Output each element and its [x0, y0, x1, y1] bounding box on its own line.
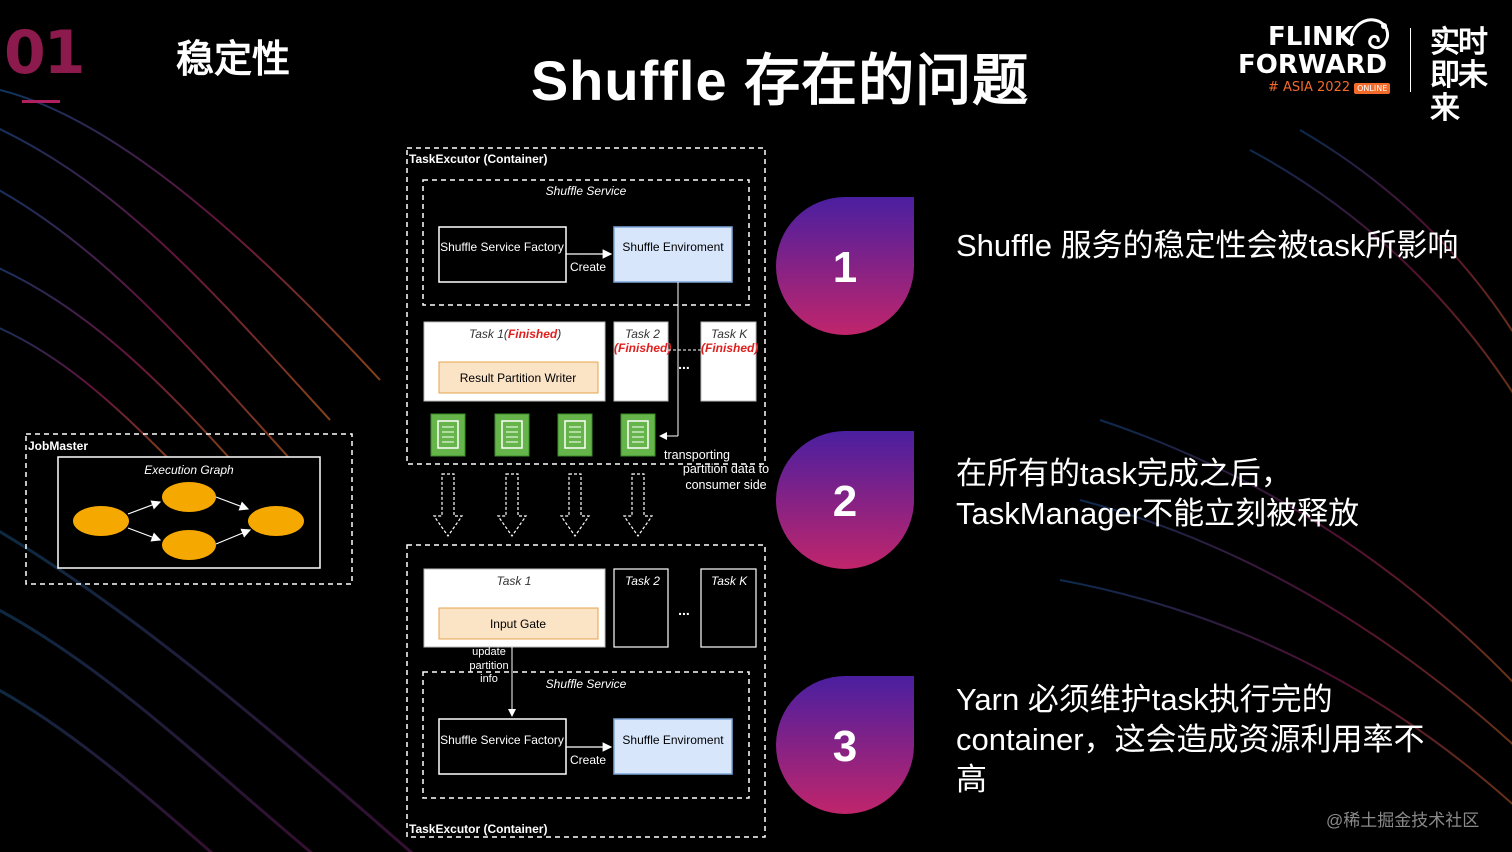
partition-file-icon	[430, 413, 466, 457]
job-master-box: JobMaster Execution Graph	[25, 433, 353, 585]
squirrel-icon	[1349, 18, 1390, 50]
point-2-text: 在所有的task完成之后， TaskManager不能立刻被释放	[956, 454, 1359, 534]
transport-note-line1: transporting	[664, 448, 730, 462]
top-taskk-finished: (Finished)	[701, 341, 758, 355]
data-flow-arrow	[559, 473, 591, 538]
watermark: @稀土掘金技术社区	[1326, 811, 1480, 830]
point-1-text: Shuffle 服务的稳定性会被task所影响	[956, 228, 1459, 263]
partition-files	[430, 413, 656, 457]
update-note-line3: info	[480, 673, 498, 685]
point-badge-2: 2	[776, 431, 914, 569]
point-3-text: Yarn 必须维护task执行完的 container，这会造成资源利用率不 高	[956, 680, 1425, 800]
data-flow-arrow	[432, 473, 464, 538]
bottom-taskk-box	[700, 568, 757, 648]
bottom-environment-box	[613, 718, 733, 775]
top-task2-box	[613, 321, 669, 402]
point-badge-number: 1	[833, 243, 857, 292]
top-ellipsis: ...	[678, 356, 690, 372]
top-factory-box	[438, 226, 567, 283]
section-number: 01	[4, 18, 85, 88]
top-writer-box	[438, 361, 599, 394]
top-task-executor: TaskExcutor (Container) Shuffle Service …	[406, 147, 766, 465]
top-taskk-box	[700, 321, 757, 402]
point-2-line1: 在所有的task完成之后，	[956, 456, 1292, 491]
input-gate-box	[438, 607, 599, 640]
top-task1-label: Task 1(Finished)	[469, 327, 561, 341]
logo-badge: ONLINE	[1354, 83, 1391, 94]
point-3-line1: Yarn 必须维护task执行完的	[956, 682, 1333, 717]
execution-graph-label: Execution Graph	[144, 463, 234, 477]
top-task2-finished: (Finished)	[614, 341, 671, 355]
point-2-line2: TaskManager不能立刻被释放	[956, 496, 1360, 531]
logo-line2: FORWARD	[1238, 50, 1388, 80]
bottom-task-executor: Task 1 Input Gate Task 2 Task K ... upda…	[406, 544, 766, 838]
data-flow-arrow	[622, 473, 654, 538]
point-badge-number: 2	[833, 477, 857, 526]
graph-node	[162, 530, 216, 560]
input-gate-label: Input Gate	[490, 617, 546, 631]
point-badges: 1 2 3	[776, 197, 914, 814]
bottom-task2-label: Task 2	[625, 574, 660, 588]
bottom-ellipsis: ...	[678, 602, 690, 618]
logo-event: # ASIA 2022	[1268, 80, 1351, 95]
page-title: Shuffle 存在的问题	[530, 49, 1030, 112]
bottom-task2-box	[613, 568, 669, 648]
update-note-line2: partition	[469, 660, 508, 672]
bottom-factory-label: Shuffle Service Factory	[440, 733, 564, 747]
top-shuffle-service-label: Shuffle Service	[546, 184, 627, 198]
top-environment-label: Shuffle Enviroment	[622, 240, 724, 254]
transport-note-line2: partition data to	[683, 462, 769, 476]
bottom-container-label: TaskExcutor (Container)	[409, 822, 547, 836]
point-badge-3: 3	[776, 676, 914, 814]
top-writer-label: Result Partition Writer	[460, 371, 576, 385]
bottom-environment-label: Shuffle Enviroment	[622, 733, 724, 747]
top-task2-label: Task 2	[625, 327, 660, 341]
partition-file-icon	[557, 413, 593, 457]
top-create-label: Create	[570, 260, 606, 274]
graph-node	[248, 506, 304, 536]
point-badge-number: 3	[833, 722, 857, 771]
bottom-taskk-label: Task K	[711, 574, 748, 588]
data-flow-arrows	[432, 473, 654, 538]
point-3-line2: container，这会造成资源利用率不	[956, 722, 1425, 757]
logo-slogan: 实时即未来	[1430, 26, 1488, 125]
graph-node	[73, 506, 129, 536]
top-environment-box	[613, 226, 733, 283]
transport-note-line3: consumer side	[685, 478, 766, 492]
top-factory-label: Shuffle Service Factory	[440, 240, 564, 254]
top-container-label: TaskExcutor (Container)	[409, 152, 547, 166]
data-flow-arrow	[496, 473, 528, 538]
bottom-task1-label: Task 1	[497, 574, 532, 588]
section-title: 稳定性	[176, 39, 291, 81]
job-master-label: JobMaster	[28, 439, 88, 453]
logo-separator	[1410, 28, 1411, 92]
logo-line1: FLINK	[1268, 22, 1354, 52]
graph-node	[162, 482, 216, 512]
bottom-factory-box	[438, 718, 567, 775]
bottom-shuffle-service-label: Shuffle Service	[546, 677, 627, 691]
bottom-create-label: Create	[570, 753, 606, 767]
partition-file-icon	[620, 413, 656, 457]
point-3-line3: 高	[956, 762, 987, 797]
top-taskk-label: Task K	[711, 327, 748, 341]
partition-file-icon	[494, 413, 530, 457]
update-note-line1: update	[472, 646, 506, 658]
point-badge-1: 1	[776, 197, 914, 335]
section-underline	[22, 100, 60, 103]
